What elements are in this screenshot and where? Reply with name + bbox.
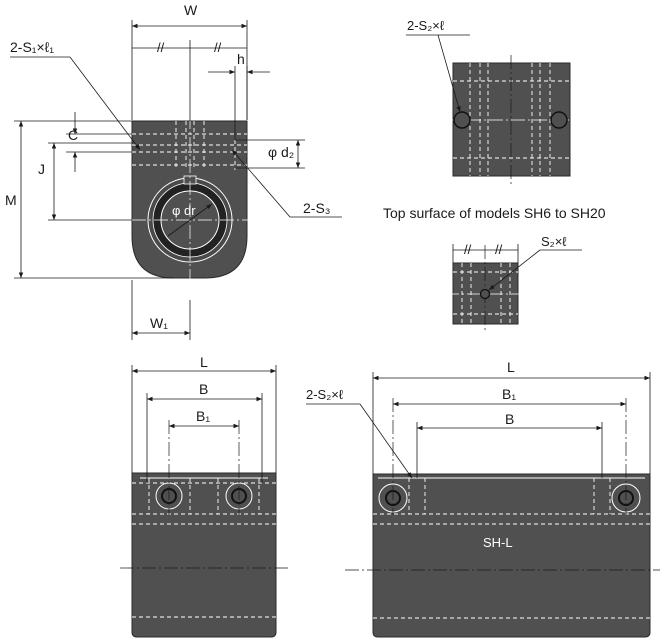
top-hole-left [453, 111, 471, 129]
front-L-label: L [200, 354, 208, 370]
h-label: h [237, 51, 245, 67]
W-label: W [184, 2, 198, 18]
end-view: φ dr W // // h 2-S₁×ℓ₁ C J [5, 2, 342, 340]
caption: Top surface of models SH6 to SH20 [383, 205, 606, 221]
small-hole [479, 288, 491, 300]
small-s2-label: S₂×ℓ [541, 234, 567, 249]
top-view: 2-S₂×ℓ [406, 18, 578, 185]
svg-text://: // [464, 242, 472, 257]
C-label: C [68, 127, 78, 143]
s1-label: 2-S₁×ℓ₁ [10, 39, 54, 55]
side-B-label: B [505, 411, 514, 427]
top-hole-right [550, 111, 568, 129]
side-B1-label: B₁ [502, 386, 516, 402]
side-L-label: L [507, 359, 515, 375]
d2-label: φ d₂ [268, 144, 294, 160]
J-label: J [38, 161, 45, 177]
front-B1-label: B₁ [196, 408, 210, 424]
svg-text://: // [214, 40, 222, 55]
side-s2-label: 2-S₂×ℓ [306, 387, 344, 402]
W1-label: W₁ [150, 315, 168, 331]
svg-text://: // [495, 242, 503, 257]
side-view-body [372, 473, 651, 638]
front-view-body [131, 472, 277, 638]
svg-text://: // [157, 40, 165, 55]
side-view-sh-l: L B₁ B 2-S₂×ℓ SH-L [306, 359, 660, 638]
front-B-label: B [199, 381, 208, 397]
s3-label: 2-S₃ [303, 200, 331, 216]
model-label: SH-L [483, 535, 513, 550]
M-label: M [5, 192, 17, 208]
dr-label: φ dr [172, 203, 196, 218]
top-s2-label: 2-S₂×ℓ [407, 18, 445, 33]
front-view: L B B₁ [120, 354, 290, 638]
small-top-view: // // S₂×ℓ [445, 234, 582, 332]
